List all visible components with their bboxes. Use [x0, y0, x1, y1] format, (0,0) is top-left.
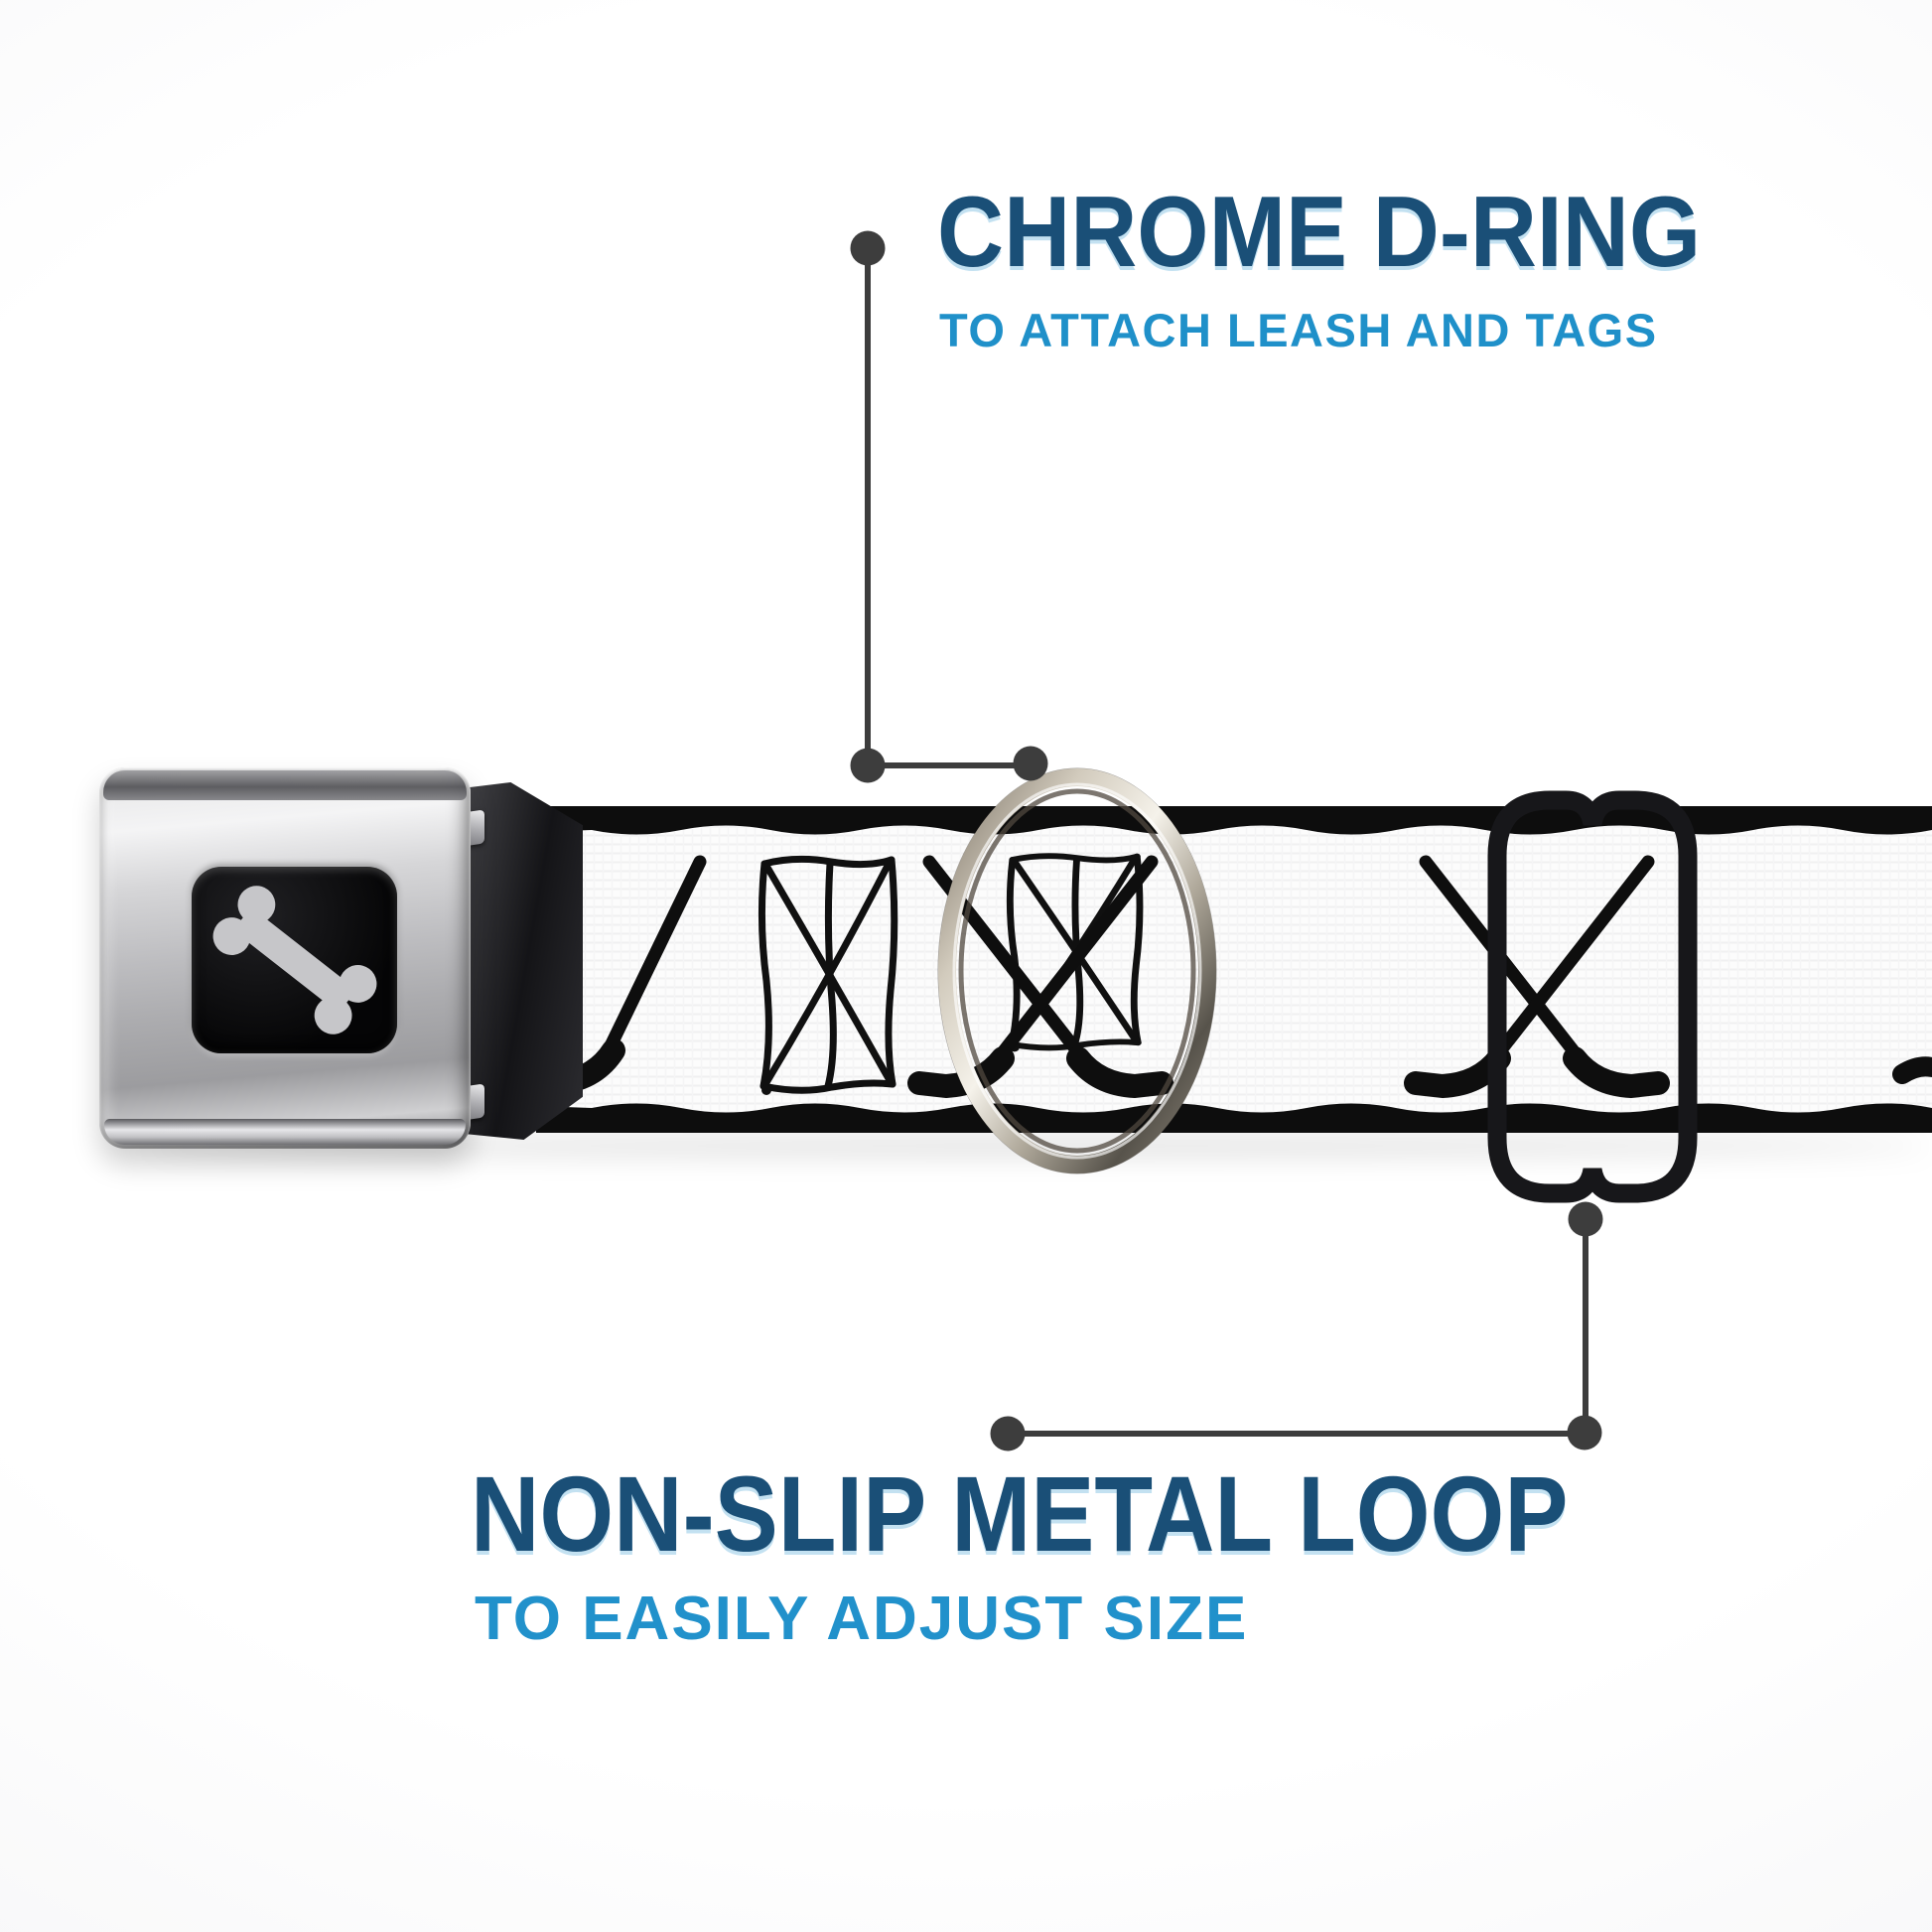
webbing-strap — [536, 806, 1932, 1133]
belt-drop-shadow — [149, 1138, 1932, 1154]
callout-line-bottom-vertical — [1583, 1219, 1588, 1433]
callout-dot-d-ring — [1013, 746, 1048, 781]
bottom-callout-subtitle: TO EASILY ADJUST SIZE — [475, 1585, 1249, 1653]
top-callout-subtitle: TO ATTACH LEASH AND TAGS — [939, 304, 1658, 356]
buckle-logo-square — [192, 867, 397, 1053]
top-callout-title: CHROME D-RING — [937, 177, 1702, 288]
bottom-callout-title: NON-SLIP METAL LOOP — [471, 1453, 1569, 1574]
black-adjuster-loop — [1487, 790, 1698, 1203]
chrome-d-ring — [937, 767, 1217, 1174]
callout-line-top-vertical — [865, 248, 871, 765]
strap-bottom-edge — [536, 1103, 1932, 1133]
callout-line-top-horizontal — [868, 762, 1031, 768]
callout-dot-bottom-end — [990, 1416, 1026, 1451]
hockey-stick-blade-icon — [1892, 1056, 1932, 1084]
callout-line-bottom-horizontal — [1008, 1431, 1585, 1437]
dog-bone-icon — [212, 886, 376, 1035]
